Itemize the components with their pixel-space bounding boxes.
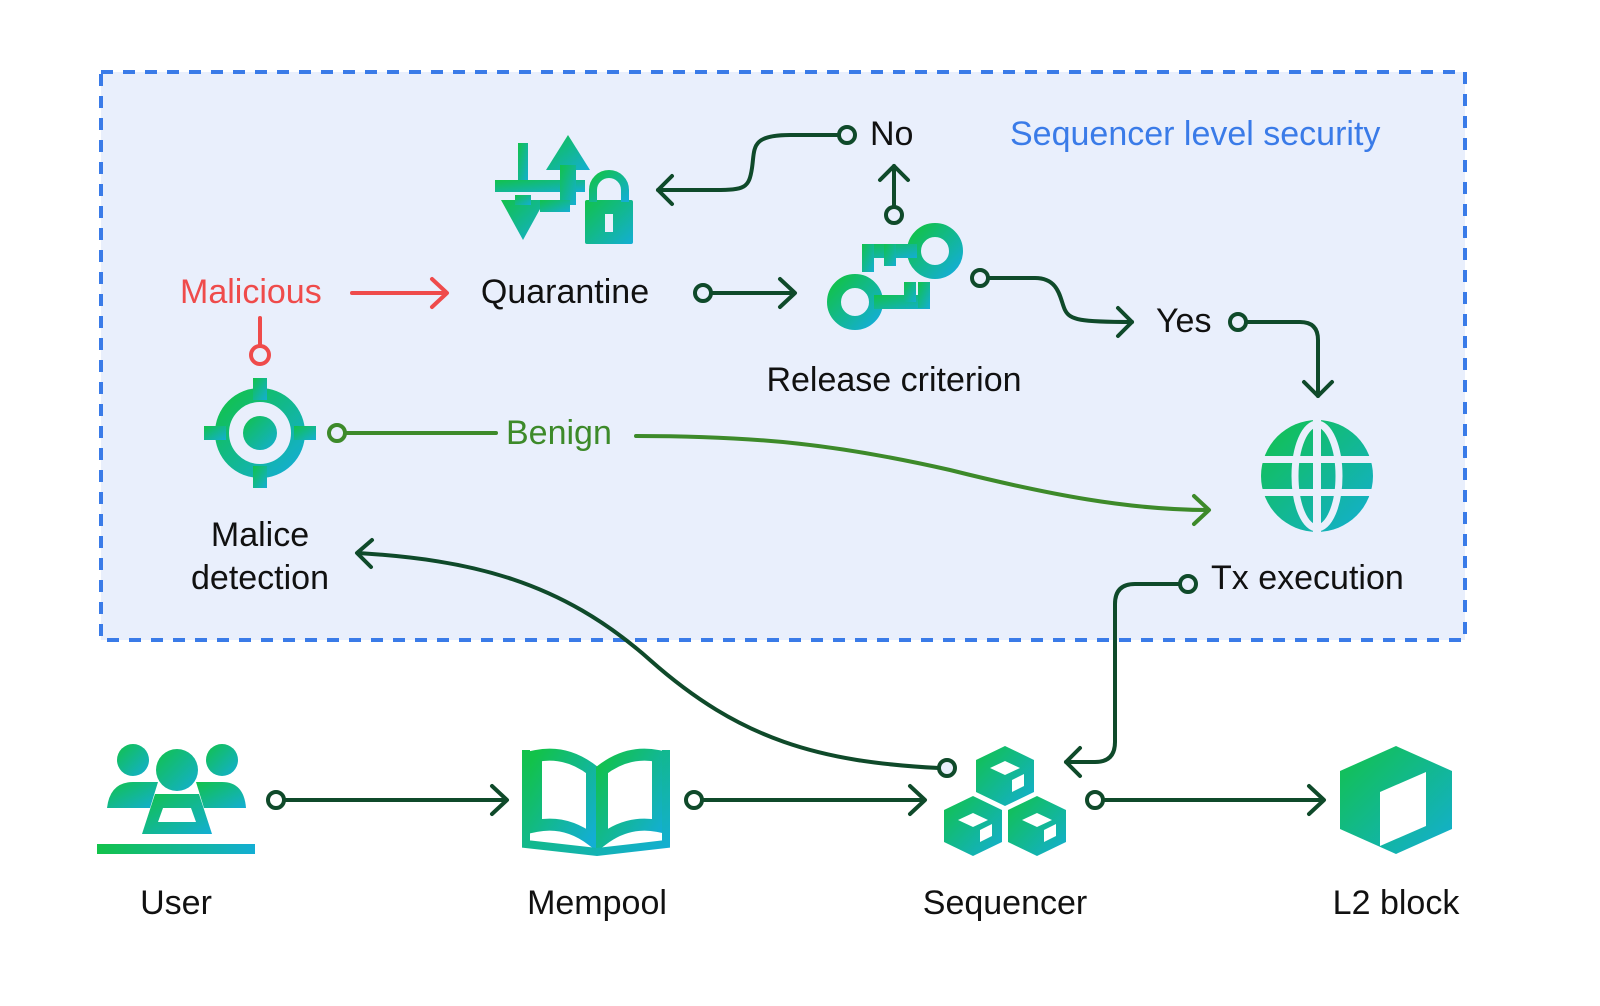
release-criterion-label: Release criterion [766,361,1022,399]
malice-detection-label-line2: detection [191,559,329,597]
security-region [99,70,1467,642]
transfer-lock-icon [495,135,633,244]
arrow-execution-to-sequencer [1064,574,1198,778]
branch-benign-label: Benign [506,414,612,452]
arrow-yes-to-execution [1228,312,1334,398]
target-icon [204,378,316,488]
open-book-icon [522,748,670,857]
arrow-benign [327,423,1211,526]
branch-yes-label: Yes [1156,302,1212,340]
region-title: Sequencer level security [1010,115,1381,153]
arrow-no-to-quarantine [656,125,857,206]
branch-malicious-label: Malicious [180,273,322,311]
user-label: User [140,884,212,922]
arrow-mempool-to-sequencer [684,784,927,816]
arrow-release-to-yes [970,268,1134,338]
l2-block-label: L2 block [1332,884,1460,922]
malice-detection-label-line1: Malice [210,516,310,554]
globe-icon [1260,420,1374,532]
keys-icon [827,223,963,330]
arrow-release-to-no [878,164,910,225]
cube-icon [1340,746,1452,854]
arrow-user-to-mempool [266,784,509,816]
tx-execution-label: Tx execution [1211,559,1404,597]
cubes-icon [944,746,1066,856]
arrow-sequencer-to-detection [355,538,957,778]
quarantine-label: Quarantine [480,273,650,311]
users-icon [97,744,255,854]
mempool-label: Mempool [527,884,667,922]
branch-no-label: No [870,115,914,153]
sequencer-label: Sequencer [922,884,1088,922]
arrow-sequencer-to-block [1085,784,1326,816]
arrow-malicious [249,277,449,366]
arrow-quarantine-to-release [693,277,797,309]
